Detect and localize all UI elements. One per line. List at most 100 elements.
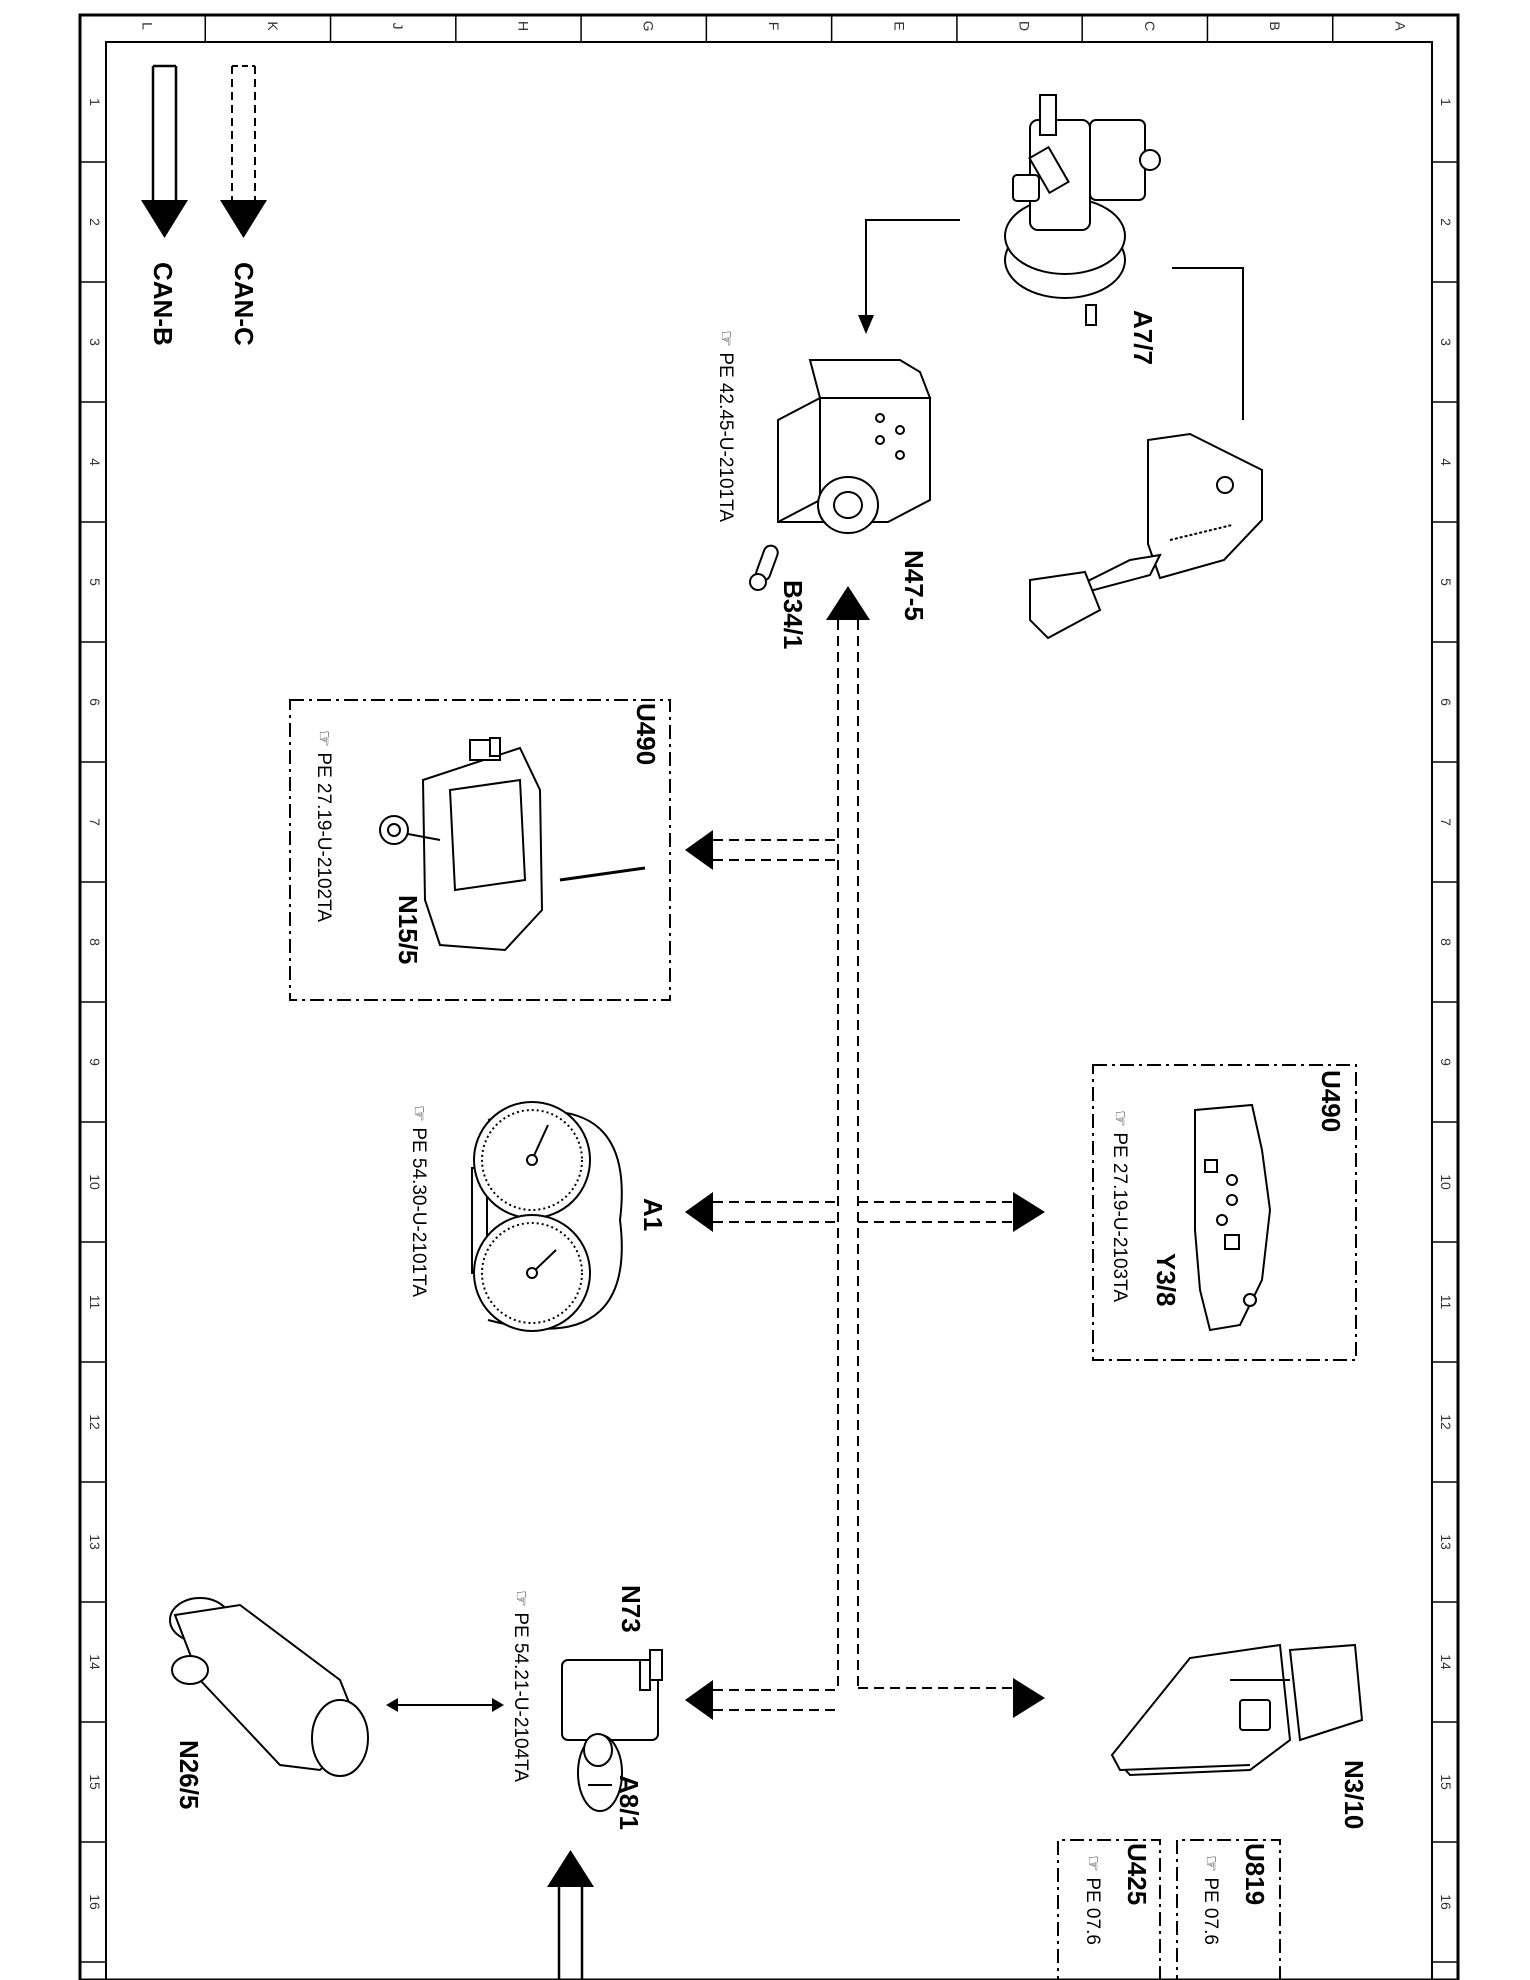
n3-10-code: N3/10 xyxy=(1339,1760,1369,1829)
grid-row-label-left: 16 xyxy=(87,1894,103,1910)
grid-row-label-left: 14 xyxy=(87,1654,103,1670)
grid-row-label-right: 6 xyxy=(1438,698,1454,706)
u490-group-label-left: U490 xyxy=(631,703,661,765)
u819-reference: ☞ PE 07.6 xyxy=(1200,1855,1221,1945)
can-c-legend-arrow xyxy=(220,65,267,238)
arrow-a7-7-to-n47-5 xyxy=(858,315,874,334)
grid-row-label-right: 11 xyxy=(1438,1295,1454,1310)
grid-column-label: J xyxy=(390,23,406,30)
grid-row-label-left: 3 xyxy=(87,338,103,346)
can-c-label: CAN-C xyxy=(229,262,259,346)
grid-row-label-right: 15 xyxy=(1438,1774,1454,1790)
grid-column-label: K xyxy=(265,21,281,31)
u490-box-left xyxy=(289,699,671,1001)
arrow-to-n3-10 xyxy=(1013,1678,1045,1718)
grid-column-label: A xyxy=(1392,21,1408,31)
a8-1-key xyxy=(577,1733,623,1812)
grid-row-label-left: 10 xyxy=(87,1174,103,1190)
grid-row-label-right: 4 xyxy=(1438,458,1454,466)
grid-row-label-left: 9 xyxy=(87,1058,103,1066)
n73-code: N73 xyxy=(616,1585,646,1633)
u490-box-right xyxy=(1092,1064,1357,1361)
grid-row-label-right: 2 xyxy=(1438,218,1454,226)
n15-5-shift-module xyxy=(379,737,646,952)
grid-row-label-right: 14 xyxy=(1438,1654,1454,1670)
arrow-to-n47-5 xyxy=(826,586,870,620)
can-b-legend-arrow xyxy=(141,64,188,238)
can-b-label: CAN-B xyxy=(148,262,178,346)
u819-group-label: U819 xyxy=(1240,1843,1270,1905)
grid-column-label: B xyxy=(1267,21,1283,30)
grid-row-label-right: 7 xyxy=(1438,818,1454,826)
n26-5-module xyxy=(169,1597,369,1777)
grid-row-label-right: 3 xyxy=(1438,338,1454,346)
grid-row-label-left: 8 xyxy=(87,938,103,946)
grid-row-label-left: 15 xyxy=(87,1774,103,1790)
u425-group-label: U425 xyxy=(1122,1843,1152,1905)
can-bus-lines xyxy=(713,620,1013,1711)
grid-column-label: E xyxy=(891,21,907,30)
grid-row-label-right: 5 xyxy=(1438,578,1454,586)
grid-row-label-left: 11 xyxy=(87,1295,103,1310)
n73-reference: ☞ PE 54.21-U-2104TA xyxy=(510,1590,531,1782)
arrow-to-n15-5 xyxy=(685,830,713,870)
can-b-input-arrow xyxy=(547,1850,594,1980)
a7-7-brake-booster xyxy=(1004,94,1161,326)
grid-row-label-right: 12 xyxy=(1438,1414,1454,1430)
grid-row-label-left: 6 xyxy=(87,698,103,706)
n47-5-code: N47-5 xyxy=(899,550,929,621)
grid-row-label-left: 4 xyxy=(87,458,103,466)
grid-row-label-right: 8 xyxy=(1438,938,1454,946)
grid-row-label-left: 13 xyxy=(87,1534,103,1550)
grid-row-label-left: 12 xyxy=(87,1414,103,1430)
u490-group-label-right: U490 xyxy=(1316,1070,1346,1132)
u819-box xyxy=(1176,1839,1281,1980)
grid-row-label-left: 5 xyxy=(87,578,103,586)
u425-box xyxy=(1057,1839,1161,1980)
grid-row-label-left: 7 xyxy=(87,818,103,826)
n47-5-reference: ☞ PE 42.45-U-2101TA xyxy=(715,330,736,522)
n73-n26-5-link xyxy=(386,1698,504,1712)
grid-row-label-right: 10 xyxy=(1438,1174,1454,1190)
bus-arrowheads xyxy=(685,586,1045,1720)
grid-column-label: H xyxy=(515,21,531,31)
n3-10-engine-ecu xyxy=(1110,1643,1364,1777)
n15-5-code: N15/5 xyxy=(393,895,423,964)
n15-5-reference: ☞ PE 27.19-U-2102TA xyxy=(313,730,334,922)
legend: CAN-C CAN-B xyxy=(141,64,267,346)
grid-row-label-right: 16 xyxy=(1438,1894,1454,1910)
n47-5-abs-unit xyxy=(777,359,932,534)
y3-8-code: Y3/8 xyxy=(1151,1253,1181,1307)
a1-instrument-cluster xyxy=(471,1101,623,1332)
arrow-to-a1 xyxy=(685,1192,713,1232)
u425-reference: ☞ PE 07.6 xyxy=(1082,1855,1103,1945)
outer-frame xyxy=(78,13,1460,1980)
a8-1-code: A8/1 xyxy=(614,1775,644,1830)
a7-7-connectors xyxy=(865,219,1244,420)
arrow-to-y3-8 xyxy=(1013,1192,1045,1232)
grid-row-label-left: 2 xyxy=(87,218,103,226)
grid-column-label: L xyxy=(140,22,156,30)
grid-row-label-right: 9 xyxy=(1438,1058,1454,1066)
inner-frame xyxy=(105,41,1433,1980)
brake-pedal xyxy=(1029,432,1263,640)
grid-column-label: C xyxy=(1142,21,1158,31)
a1-reference: ☞ PE 54.30-U-2101TA xyxy=(408,1105,429,1297)
grid-row-label-right: 1 xyxy=(1438,98,1454,106)
b34-1-code: B34/1 xyxy=(778,580,808,649)
y3-8-valve-body xyxy=(1194,1103,1272,1332)
y3-8-reference: ☞ PE 27.19-U-2103TA xyxy=(1109,1110,1130,1302)
b34-1-sensor xyxy=(749,544,779,591)
arrow-to-n73 xyxy=(685,1680,713,1720)
n73-ignition-switch xyxy=(561,1649,663,1741)
grid-column-label: G xyxy=(641,21,657,32)
a1-code: A1 xyxy=(638,1198,668,1231)
grid-row-label-left: 1 xyxy=(87,98,103,106)
grid-column-label: F xyxy=(766,22,782,31)
grid-row-label-right: 13 xyxy=(1438,1534,1454,1550)
n26-5-code: N26/5 xyxy=(174,1740,204,1809)
a7-7-code: A7/7 xyxy=(1128,310,1158,365)
grid-column-label: D xyxy=(1017,21,1033,31)
